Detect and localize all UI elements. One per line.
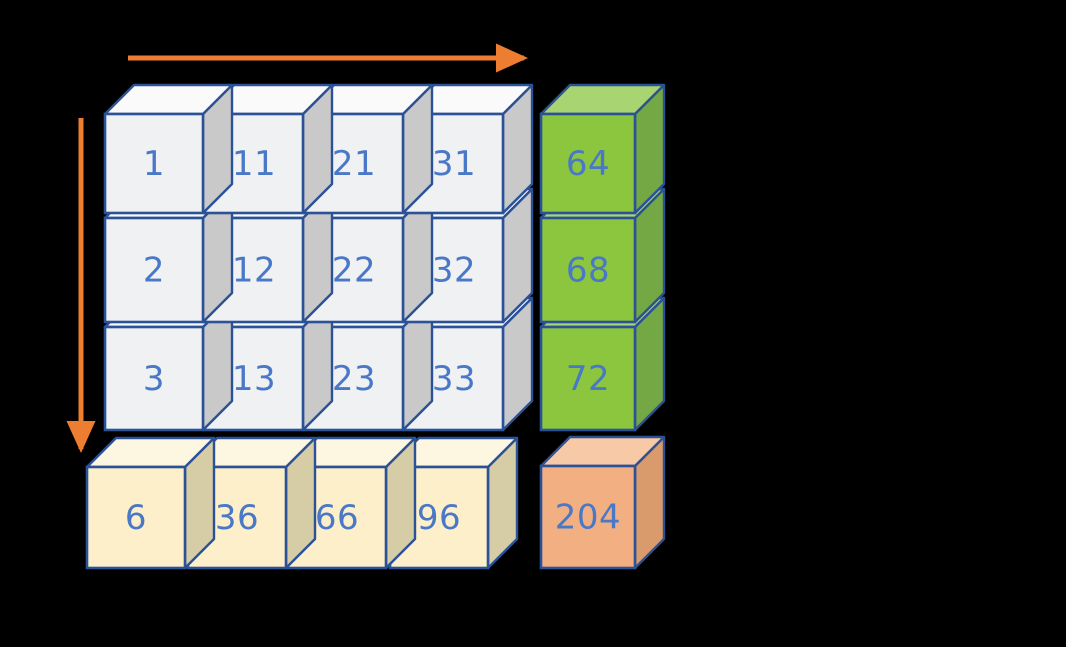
rowsum-r1-front-face: [539, 112, 637, 215]
cell-r3c1-label: 3: [143, 359, 165, 399]
row-sum-column-group: 72 68 64: [539, 83, 666, 432]
colsum-c4[interactable]: 96: [388, 436, 519, 570]
rowsum-r2-label: 68: [566, 251, 610, 291]
rowsum-r1-label: 64: [566, 144, 610, 184]
cell-r3c3-label: 23: [332, 359, 376, 399]
column-sum-row-group: 96 66 36 6: [85, 436, 519, 570]
cell-r2c1-label: 2: [143, 251, 165, 291]
rowsum-r2-front-face: [539, 216, 637, 324]
colsum-c1[interactable]: 6: [85, 436, 216, 570]
cell-r3c1-front-face: [103, 325, 205, 432]
rowsum-r3-front-face: [539, 325, 637, 432]
rowsum-r3-label: 72: [566, 359, 610, 399]
cell-r3c2-label: 13: [232, 359, 276, 399]
rowsum-r1[interactable]: 64: [539, 83, 666, 215]
direction-arrows-group: [66, 43, 529, 454]
grand-total-group: 204: [539, 435, 666, 570]
cell-r1c1-label: 1: [143, 144, 165, 184]
cell-r1c4-label: 31: [432, 144, 476, 184]
cell-r1c3-label: 21: [332, 144, 376, 184]
cell-r2c2-label: 12: [232, 251, 276, 291]
colsum-c3-label: 66: [315, 498, 359, 538]
cell-r2c4-label: 32: [432, 251, 476, 291]
colsum-c4-label: 96: [417, 498, 461, 538]
colsum-c1-label: 6: [125, 498, 147, 538]
colsum-c1-front-face: [85, 465, 187, 570]
grand-total[interactable]: 204: [539, 435, 666, 570]
cell-r1c1-front-face: [103, 112, 205, 215]
cell-r1c1[interactable]: 1: [103, 83, 234, 215]
grand-total-label: 204: [555, 498, 621, 538]
cell-r1c2-label: 11: [232, 144, 276, 184]
grand-total-front-face: [539, 464, 637, 570]
cell-r2c1-front-face: [103, 216, 205, 324]
cell-r3c4-label: 33: [432, 359, 476, 399]
colsum-c2-label: 36: [215, 498, 259, 538]
cell-r2c3-label: 22: [332, 251, 376, 291]
cell-r2c1[interactable]: 2: [103, 187, 234, 324]
